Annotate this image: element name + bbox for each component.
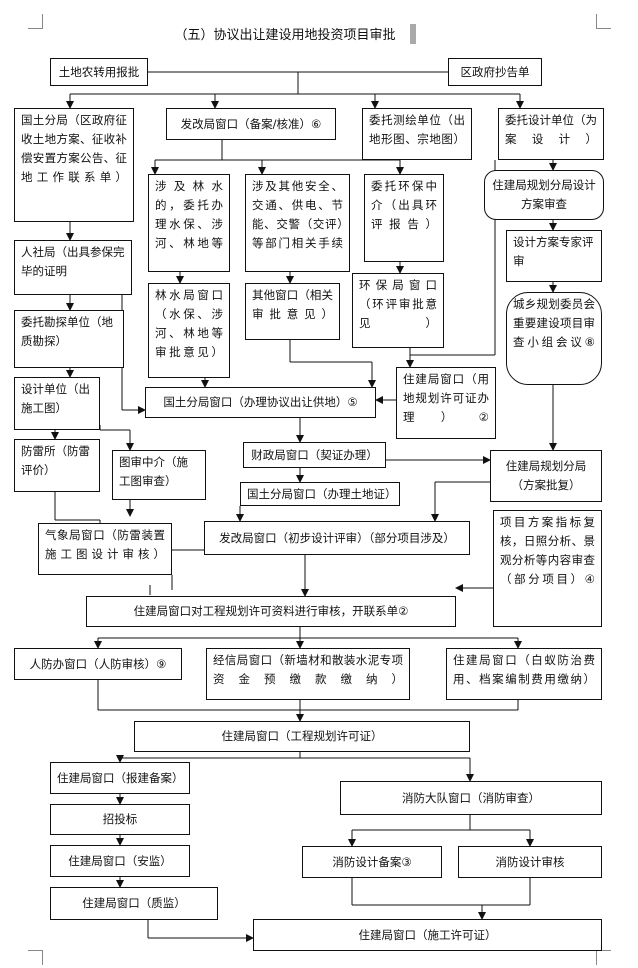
box-planning-committee: 城乡规划委员会重要建设项目审查小组会议⑧ bbox=[506, 292, 602, 385]
box-development-preliminary-design: 发改局窗口（初步设计评审）（部分项目涉及） bbox=[204, 521, 470, 555]
box-fire-design-filing: 消防设计备案③ bbox=[302, 846, 442, 878]
cursor-bar bbox=[410, 24, 416, 44]
corner-mark-top-left bbox=[28, 14, 43, 29]
box-construction-permit: 住建局窗口（施工许可证） bbox=[253, 919, 602, 951]
box-termite-archive-window: 住建局窗口（白蚁防治费用、档案编制费用缴纳） bbox=[446, 648, 602, 700]
box-environmental-window: 环保局窗口（环评审批意见） bbox=[352, 273, 444, 348]
box-other-departments: 涉及其他安全、交通、供电、节能、交警（交评）等部门相关手续 bbox=[245, 174, 350, 272]
box-land-certificate: 国土分局窗口（办理土地证） bbox=[240, 482, 400, 506]
box-development-window-filing: 发改局窗口（备案/核准）⑥ bbox=[166, 108, 336, 140]
box-lightning-office: 防雷所（防雷评价） bbox=[14, 439, 100, 492]
box-planning-approval: 住建局规划分局（方案批复） bbox=[490, 450, 602, 502]
box-land-conversion: 土地农转用报批 bbox=[50, 58, 148, 86]
box-expert-review: 设计方案专家评审 bbox=[506, 230, 602, 282]
box-construction-land-permit: 住建局窗口（用地规划许可证办理）② bbox=[396, 367, 496, 439]
box-forestry-water-delegation: 涉及林水的，委托办理水保、涉河、林地等 bbox=[148, 174, 230, 272]
corner-mark-bottom-left bbox=[28, 950, 43, 965]
box-forestry-window: 林水局窗口（水保、涉河、林地等审批意见） bbox=[148, 283, 230, 378]
box-social-security: 人社局（出具参保完毕的证明 bbox=[14, 240, 132, 295]
box-other-window: 其他窗口（相关审批意见） bbox=[245, 283, 340, 340]
box-civil-defense-window: 人防办窗口（人防审核）⑨ bbox=[14, 648, 182, 680]
box-planning-permit-review: 住建局窗口对工程规划许可资料进行审核，开联系单② bbox=[86, 596, 456, 627]
box-design-unit-construction: 设计单位（出施工图） bbox=[14, 377, 100, 430]
box-land-window-supply: 国土分局窗口（办理协议出让供地）⑤ bbox=[145, 387, 376, 418]
corner-mark-bottom-right bbox=[596, 950, 611, 965]
box-surveying-unit: 委托测绘单位（出地形图、宗地图） bbox=[362, 108, 472, 160]
box-finance-window: 财政局窗口（契证办理） bbox=[243, 442, 386, 468]
page-title: （五）协议出让建设用地投资项目审批 bbox=[174, 28, 396, 43]
box-land-office-acquisition: 国土分局（区政府征收土地方案、征收补偿安置方案公告、征地工作联系单） bbox=[14, 108, 134, 222]
box-planning-design-review: 住建局规划分局设计方案审查 bbox=[484, 170, 604, 220]
box-engineering-planning-permit: 住建局窗口（工程规划许可证） bbox=[134, 721, 470, 752]
box-fire-brigade-window: 消防大队窗口（消防审查） bbox=[340, 781, 602, 815]
box-district-notice: 区政府抄告单 bbox=[448, 58, 542, 86]
box-indicator-review: 项目方案指标复核，日照分析、景观分析等内容审查（部分项目）④ bbox=[493, 510, 602, 627]
box-economic-window: 经信局窗口（新墙材和散装水泥专项资金预缴款缴纳） bbox=[206, 648, 410, 700]
box-geological-survey: 委托勘探单位（地质勘探） bbox=[14, 310, 124, 368]
box-safety-supervision: 住建局窗口（安监） bbox=[50, 845, 190, 877]
box-environmental-agency: 委托环保中介（出具环评报告） bbox=[364, 174, 444, 262]
corner-mark-top-right bbox=[596, 14, 611, 29]
box-filing-window: 住建局窗口（报建备案） bbox=[50, 762, 190, 794]
box-design-unit: 委托设计单位（为案设计） bbox=[498, 108, 604, 160]
box-quality-supervision: 住建局窗口（质监） bbox=[50, 887, 218, 920]
box-bidding: 招投标 bbox=[50, 804, 190, 835]
box-fire-design-review: 消防设计审核 bbox=[458, 846, 602, 878]
box-drawing-review-agency: 图审中介（施工图审查） bbox=[112, 450, 206, 500]
box-meteorological-window: 气象局窗口（防雷装置施工图设计审核） bbox=[38, 523, 172, 575]
